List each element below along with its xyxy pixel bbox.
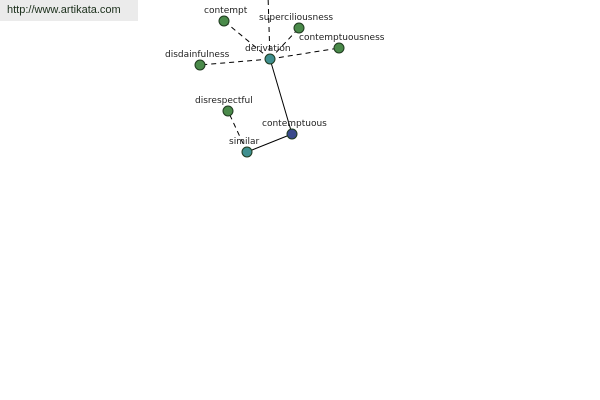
- node-dot-contemptuousness[interactable]: [333, 42, 345, 54]
- edge-derivation-superciliousness: [269, 27, 300, 60]
- node-contemptuous[interactable]: contemptuous: [262, 119, 327, 140]
- node-dot-disdainfulness[interactable]: [194, 59, 206, 71]
- node-label-contemptuousness[interactable]: contemptuousness: [299, 33, 385, 43]
- node-disdainfulness[interactable]: disdainfulness: [165, 50, 230, 71]
- node-label-disrespectful[interactable]: disrespectful: [195, 96, 253, 106]
- node-label-contemptuous[interactable]: contemptuous: [262, 119, 327, 129]
- edge-derivation-contemptuous: [269, 58, 293, 135]
- node-label-contempt[interactable]: contempt: [204, 6, 248, 16]
- node-similar[interactable]: similar: [229, 137, 259, 158]
- edge-derivation-contempt: [223, 20, 271, 60]
- edges-layer: [199, 0, 340, 153]
- node-contemptuousness[interactable]: contemptuousness: [299, 33, 385, 54]
- node-label-derivation[interactable]: derivation: [245, 44, 291, 54]
- node-dot-superciliousness[interactable]: [293, 22, 305, 34]
- edge-derivation-disdainfulness: [199, 58, 271, 66]
- node-dot-contempt[interactable]: [218, 15, 230, 27]
- node-derivation[interactable]: derivation: [245, 44, 291, 65]
- node-label-similar[interactable]: similar: [229, 137, 259, 147]
- node-dot-disrespectful[interactable]: [222, 105, 234, 117]
- node-label-disdainfulness[interactable]: disdainfulness: [165, 50, 230, 60]
- node-dot-contemptuous[interactable]: [286, 128, 298, 140]
- node-dot-similar[interactable]: [241, 146, 253, 158]
- nodes-layer: contempt superciliousness derivation contem…: [165, 6, 385, 158]
- edge-similar-contemptuous: [246, 133, 293, 153]
- site-url-watermark[interactable]: http://www.artikata.com: [0, 0, 138, 21]
- edge-similar-disrespectful: [227, 110, 248, 153]
- node-contempt[interactable]: contempt: [204, 6, 248, 27]
- node-superciliousness[interactable]: superciliousness: [259, 13, 333, 34]
- edge-derivation-offscreen-top: [267, 0, 271, 60]
- edge-derivation-contemptuousness: [269, 47, 340, 60]
- node-label-superciliousness[interactable]: superciliousness: [259, 13, 333, 23]
- node-disrespectful[interactable]: disrespectful: [195, 96, 253, 117]
- node-dot-derivation[interactable]: [264, 53, 276, 65]
